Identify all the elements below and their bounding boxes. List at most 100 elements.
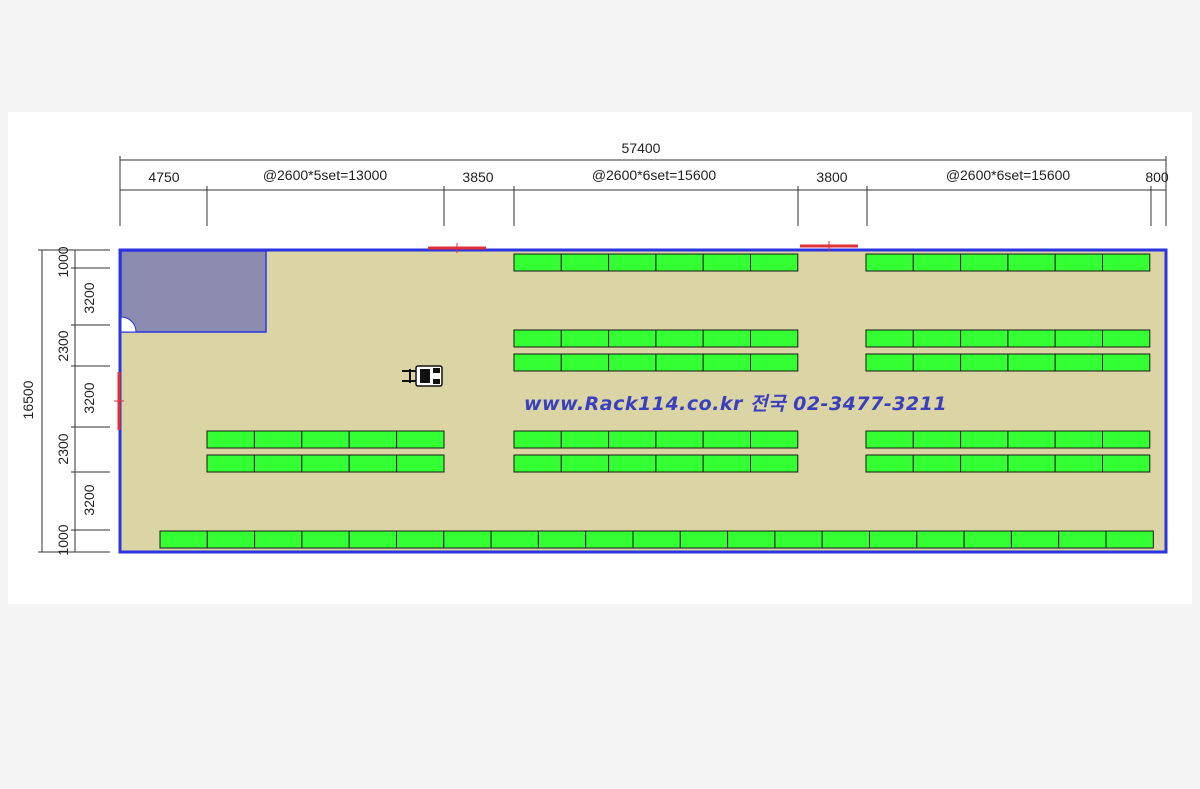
rack-bay: [253, 430, 303, 449]
rack-bay: [301, 454, 350, 473]
rack-row-upper-right-a: [865, 329, 1151, 348]
rack-bay: [513, 430, 562, 449]
rack-bay: [396, 454, 445, 473]
total-height-label: 16500: [20, 380, 36, 419]
rack-bay: [608, 329, 657, 348]
rack-bay: [960, 454, 1009, 473]
rack-bay: [702, 329, 752, 348]
height-segment-label: 2300: [55, 433, 71, 464]
rack-bay: [206, 430, 255, 449]
rack-row-upper-middle-b: [513, 353, 799, 372]
rack-bay: [774, 530, 823, 549]
rack-bay: [1054, 253, 1103, 272]
rack-row-upper-middle-a: [513, 329, 799, 348]
rack-bay: [560, 430, 610, 449]
rack-layout: [159, 253, 1154, 549]
rack-bay: [348, 454, 398, 473]
rack-bay: [1007, 253, 1056, 272]
rack-bay: [396, 530, 445, 549]
contact-watermark: www.Rack114.co.kr 전국 02-3477-3211: [524, 393, 947, 415]
rack-bay: [1007, 353, 1056, 372]
rack-bay: [960, 353, 1009, 372]
rack-bay: [655, 253, 704, 272]
rack-bay: [443, 530, 492, 549]
rack-bay: [912, 353, 962, 372]
rack-bay: [1058, 530, 1107, 549]
left-dimension-chain: 16500 1000 3200 2300 3200 2300 3200 1000: [20, 246, 110, 556]
rack-bay: [206, 454, 255, 473]
height-segment-label: 3200: [81, 382, 97, 413]
rack-bay: [750, 353, 799, 372]
rack-bay: [963, 530, 1012, 549]
rack-bay: [1010, 530, 1060, 549]
height-segment-label: 3200: [81, 282, 97, 313]
rack-bay: [560, 253, 610, 272]
rack-bay: [513, 353, 562, 372]
rack-bay: [960, 329, 1009, 348]
rack-row-bottom: [159, 530, 1154, 549]
rack-bay: [1054, 353, 1103, 372]
height-segment-label: 2300: [55, 330, 71, 361]
rack-bay: [960, 430, 1009, 449]
rack-bay: [1102, 454, 1151, 473]
segment-label: @2600*5set=13000: [263, 167, 388, 183]
rack-bay: [750, 430, 799, 449]
rack-bay: [655, 454, 704, 473]
rack-row-top-middle: [513, 253, 799, 272]
rack-row-lower-left-b: [206, 454, 445, 473]
rack-bay: [912, 253, 962, 272]
rack-bay: [916, 530, 965, 549]
segment-label: @2600*6set=15600: [946, 167, 1071, 183]
rack-bay: [585, 530, 634, 549]
rack-bay: [702, 454, 752, 473]
rack-bay: [253, 454, 303, 473]
segment-label: 3800: [816, 169, 847, 185]
rack-bay: [608, 353, 657, 372]
top-door-right: [800, 241, 858, 251]
segment-label: @2600*6set=15600: [592, 167, 717, 183]
rack-bay: [1007, 454, 1056, 473]
height-segment-label: 1000: [55, 524, 71, 555]
rack-bay: [865, 430, 914, 449]
rack-bay: [537, 530, 587, 549]
rack-bay: [560, 329, 610, 348]
rack-bay: [821, 530, 871, 549]
rack-bay: [159, 530, 208, 549]
rack-bay: [632, 530, 681, 549]
rack-bay: [702, 253, 752, 272]
office-room: [120, 250, 267, 333]
rack-bay: [869, 530, 918, 549]
rack-bay: [513, 329, 562, 348]
rack-bay: [1102, 329, 1151, 348]
rack-bay: [912, 329, 962, 348]
rack-bay: [912, 454, 962, 473]
rack-row-lower-right-a: [865, 430, 1151, 449]
rack-bay: [1105, 530, 1154, 549]
height-segment-label: 1000: [55, 246, 71, 277]
doors: [114, 241, 858, 430]
rack-bay: [513, 253, 562, 272]
rack-bay: [702, 353, 752, 372]
warehouse-floor: [120, 250, 1166, 552]
rack-bay: [912, 430, 962, 449]
rack-bay: [750, 329, 799, 348]
rack-bay: [513, 454, 562, 473]
rack-bay: [960, 253, 1009, 272]
forklift-icon: [402, 365, 443, 387]
rack-row-lower-left-a: [206, 430, 445, 449]
rack-bay: [1102, 430, 1151, 449]
rack-bay: [865, 353, 914, 372]
segment-label: 4750: [148, 169, 179, 185]
rack-row-upper-right-b: [865, 353, 1151, 372]
rack-bay: [655, 430, 704, 449]
rack-bay: [348, 430, 398, 449]
rack-bay: [396, 430, 445, 449]
rack-bay: [254, 530, 303, 549]
total-length-label: 57400: [622, 140, 661, 156]
rack-bay: [655, 353, 704, 372]
rack-bay: [206, 530, 256, 549]
rack-bay: [1007, 329, 1056, 348]
rack-bay: [1007, 430, 1056, 449]
rack-bay: [490, 530, 539, 549]
